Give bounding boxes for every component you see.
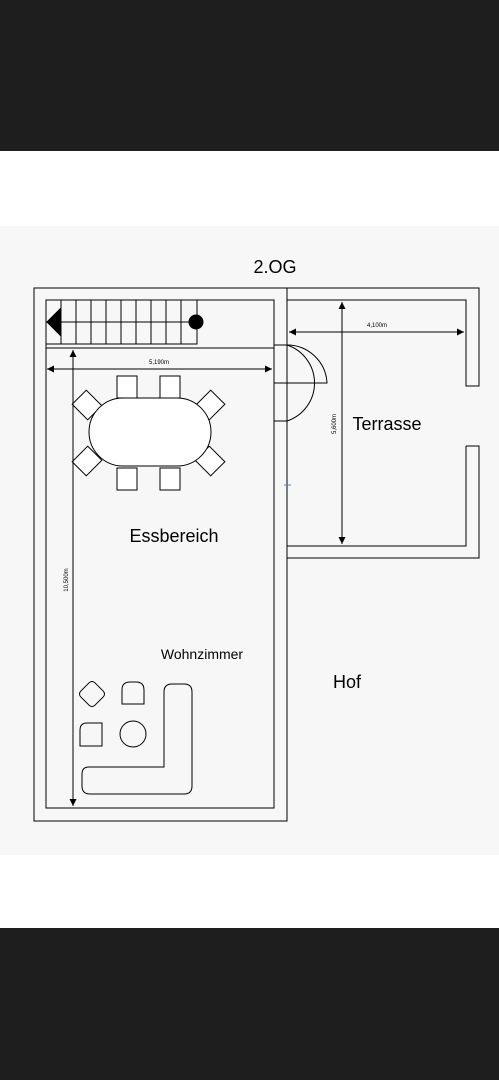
terrace-walls bbox=[286, 287, 480, 559]
dining-length-label: 10,500m bbox=[64, 568, 70, 591]
main-building-walls bbox=[33, 287, 288, 822]
terrace-door bbox=[274, 344, 328, 486]
bottom-dark-bar bbox=[0, 928, 499, 1080]
bottom-white-band bbox=[0, 855, 499, 928]
room-label-terrace: Terrasse bbox=[352, 414, 421, 434]
staircase bbox=[45, 299, 204, 345]
terrace-width-label: 4,100m bbox=[367, 323, 387, 329]
room-label-courtyard: Hof bbox=[333, 672, 362, 692]
top-white-band bbox=[0, 151, 499, 226]
floor-title: 2.OG bbox=[253, 257, 296, 277]
living-room-furniture bbox=[79, 681, 193, 795]
dining-table-set bbox=[71, 375, 226, 491]
dining-width-label: 5,190m bbox=[149, 360, 169, 366]
room-label-dining: Essbereich bbox=[129, 526, 218, 546]
room-label-living: Wohnzimmer bbox=[161, 646, 244, 662]
top-dark-bar bbox=[0, 0, 499, 151]
dimension-lines bbox=[47, 302, 464, 806]
terrace-depth-label: 5,600m bbox=[332, 414, 338, 434]
